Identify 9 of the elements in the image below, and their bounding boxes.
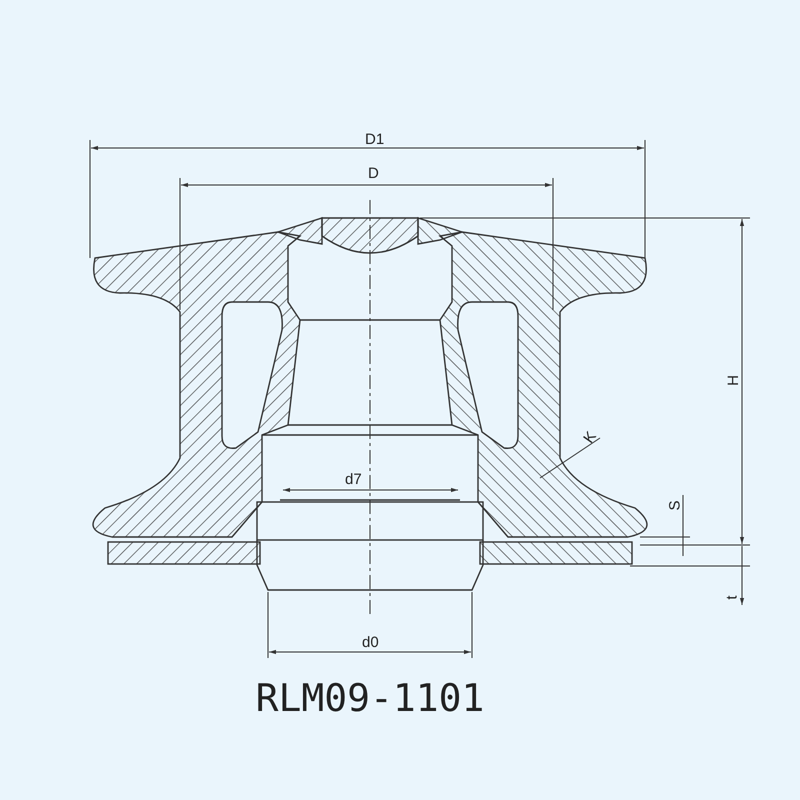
model-caption: RLM09-1101 [254,676,486,720]
dimension-label: d0 [362,635,379,650]
dimension-label: D1 [365,132,384,147]
dimension-label: K [581,429,600,446]
dimension-label: d7 [345,472,362,487]
dimension-label: H [726,375,741,386]
dimension-label: S [668,500,682,510]
dimension-label: D [368,166,379,181]
dimension-label: t [724,595,740,600]
